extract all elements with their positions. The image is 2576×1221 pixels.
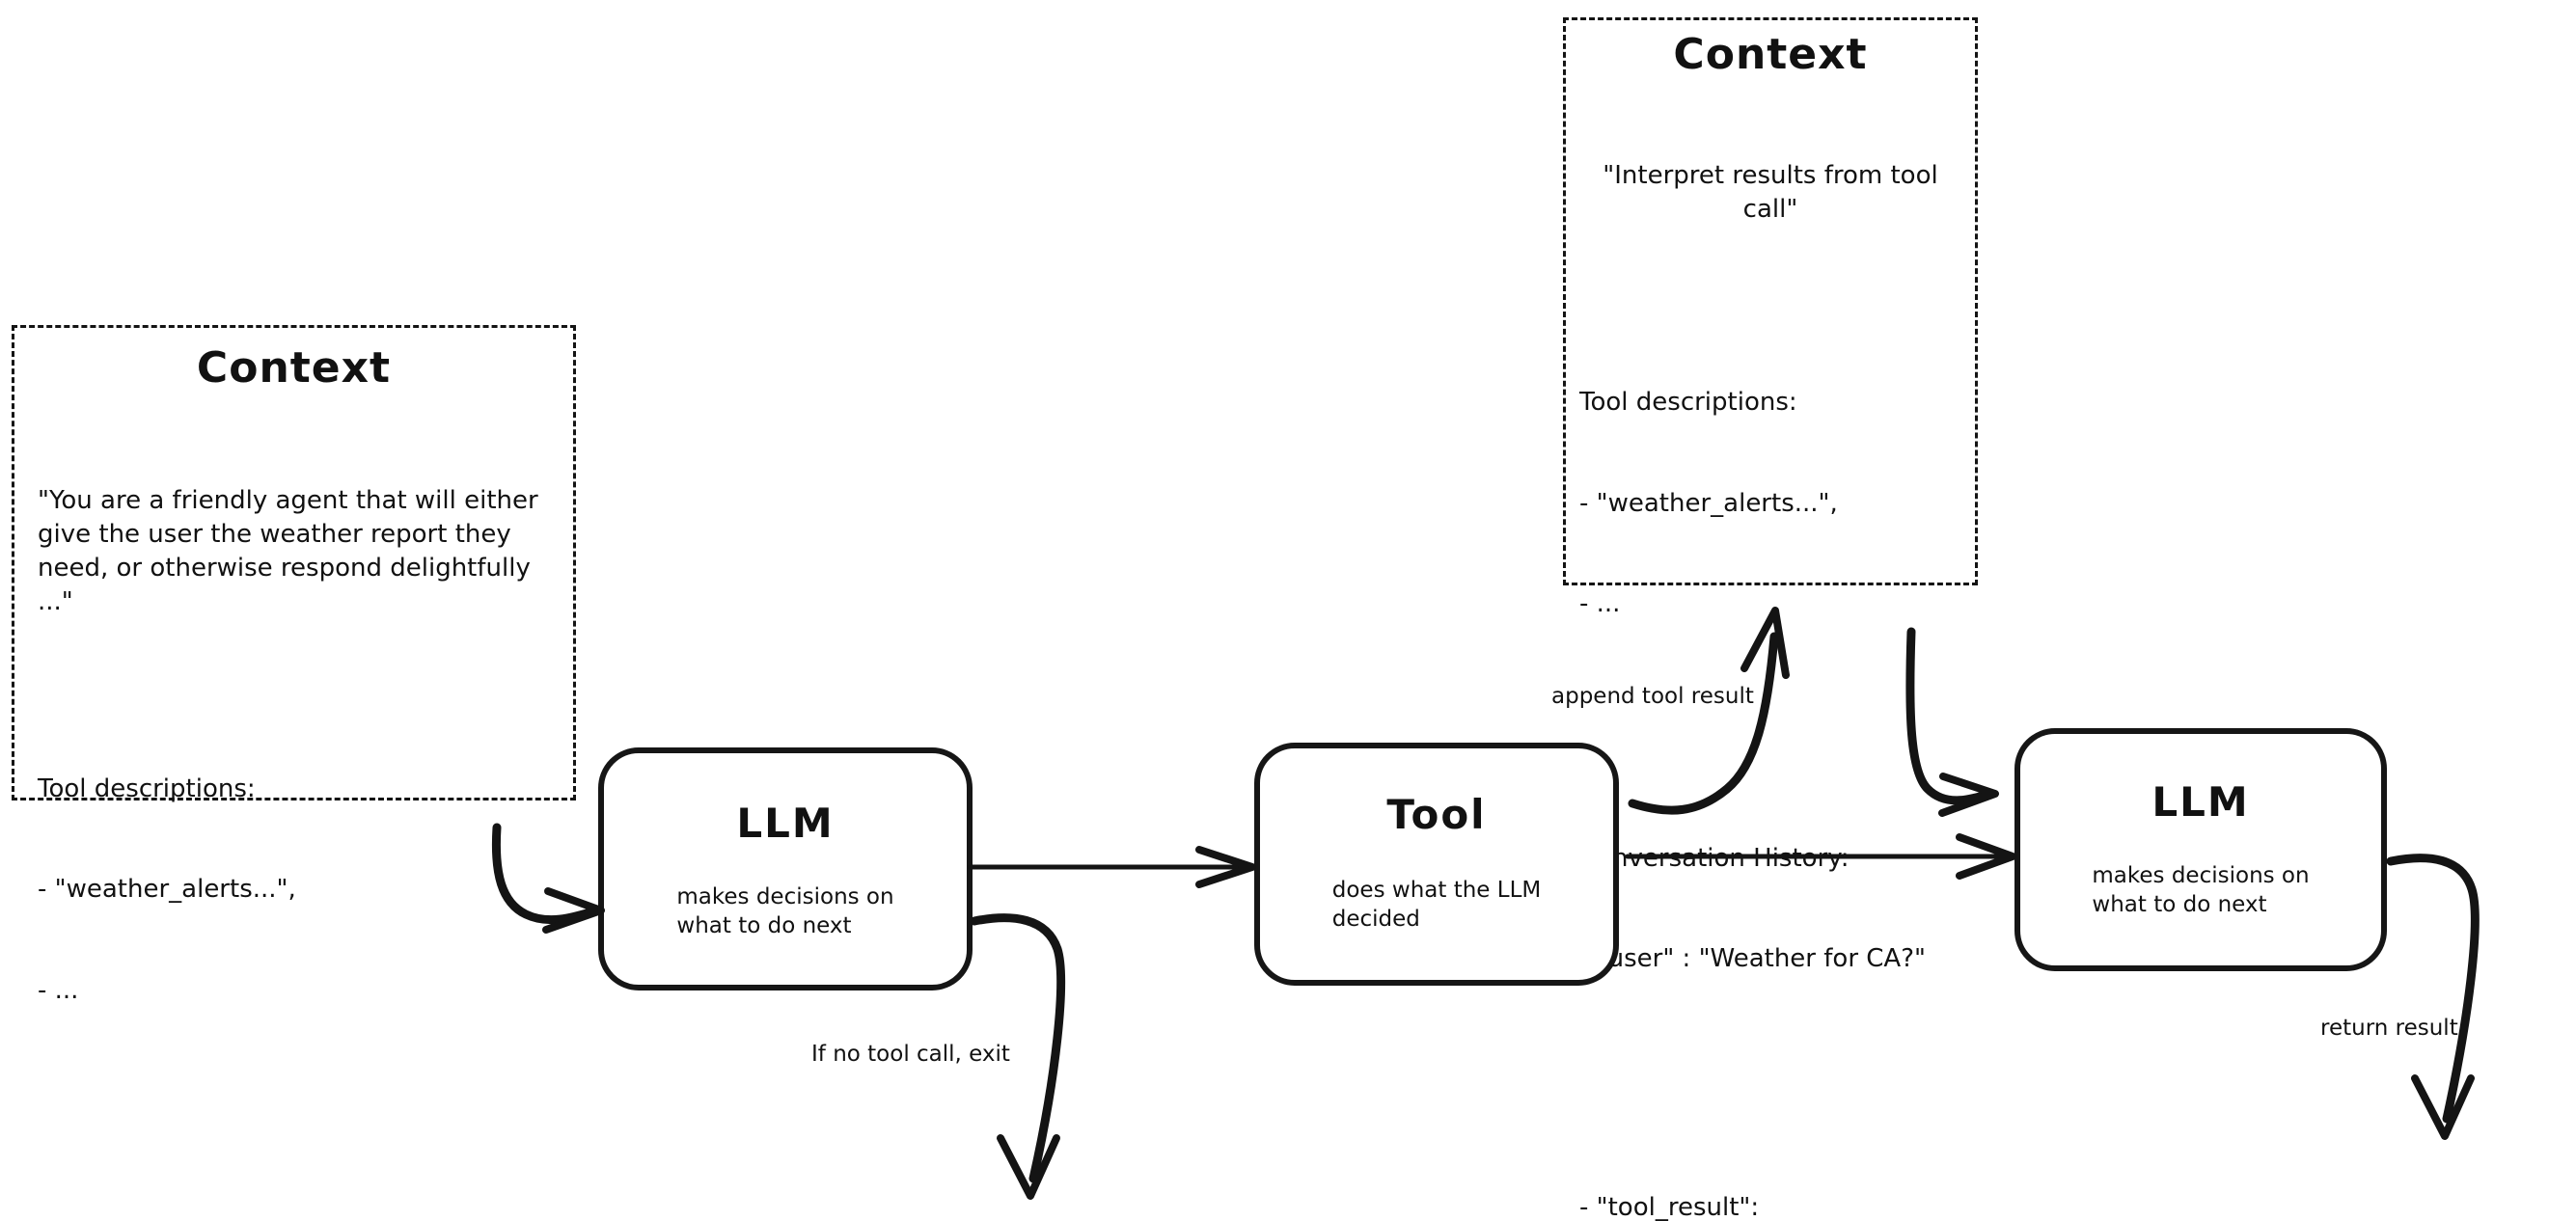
arrow-llm-left-to-tool	[967, 846, 1256, 888]
context-left-title: Context	[196, 343, 392, 393]
node-llm-right-title: LLM	[2151, 778, 2250, 826]
context-box-right: Context "Interpret results from tool cal…	[1563, 17, 1978, 1221]
context-right-tool-item: - "weather_alerts...",	[1579, 488, 1838, 518]
context-right-tool-item: - ...	[1579, 588, 1621, 618]
context-left-body: "You are a friendly agent that will eith…	[38, 417, 550, 1221]
context-right-conversation-item: - "user" : "Weather for CA?"	[1579, 944, 1926, 974]
node-llm-left-subtitle: makes decisions on what to do next	[676, 884, 894, 938]
node-tool-subtitle: does what the LLM decided	[1331, 878, 1542, 932]
context-right-body: "Interpret results from tool call" Tool …	[1579, 92, 1961, 1221]
edge-label-append-tool-result: append tool result	[1551, 684, 1754, 709]
context-box-left: Context "You are a friendly agent that w…	[12, 325, 576, 1005]
node-llm-left[interactable]: LLM makes decisions on what to do next	[598, 747, 973, 990]
node-tool[interactable]: Tool does what the LLM decided	[1254, 743, 1619, 986]
context-left-tools-header: Tool descriptions:	[38, 773, 256, 803]
arrow-llm-right-return-result	[2386, 854, 2480, 1140]
context-right-system-prompt: "Interpret results from tool call"	[1603, 161, 1946, 224]
edge-label-if-no-tool-call-exit: If no tool call, exit	[811, 1042, 1010, 1067]
context-left-conversation: Conversation History: - "user" : "Weathe…	[38, 1161, 550, 1221]
node-tool-title: Tool	[1386, 791, 1487, 838]
context-left-tool-item: - ...	[38, 975, 79, 1005]
node-llm-right[interactable]: LLM makes decisions on what to do next	[2014, 728, 2387, 971]
context-right-conversation-header: Conversation History:	[1579, 843, 1850, 873]
context-right-tools: Tool descriptions: - "weather_alerts..."…	[1579, 318, 1961, 688]
context-left-system-prompt: "You are a friendly agent that will eith…	[38, 486, 546, 616]
context-right-conversation: Conversation History: - "user" : "Weathe…	[1579, 774, 1961, 1044]
context-right-title: Context	[1673, 30, 1868, 79]
context-right-tool-result-header: - "tool_result":	[1579, 1193, 1760, 1221]
context-left-tools: Tool descriptions: - "weather_alerts..."…	[38, 705, 550, 1074]
node-llm-right-subtitle: makes decisions on what to do next	[2092, 863, 2310, 917]
context-left-tool-item: - "weather_alerts...",	[38, 875, 296, 905]
context-right-tools-header: Tool descriptions:	[1579, 388, 1797, 418]
context-right-tool-result: - "tool_result": { "state": "CA", [ { "r…	[1579, 1124, 1961, 1221]
edge-label-return-result: return result	[2320, 1016, 2458, 1041]
node-llm-left-title: LLM	[736, 800, 835, 847]
